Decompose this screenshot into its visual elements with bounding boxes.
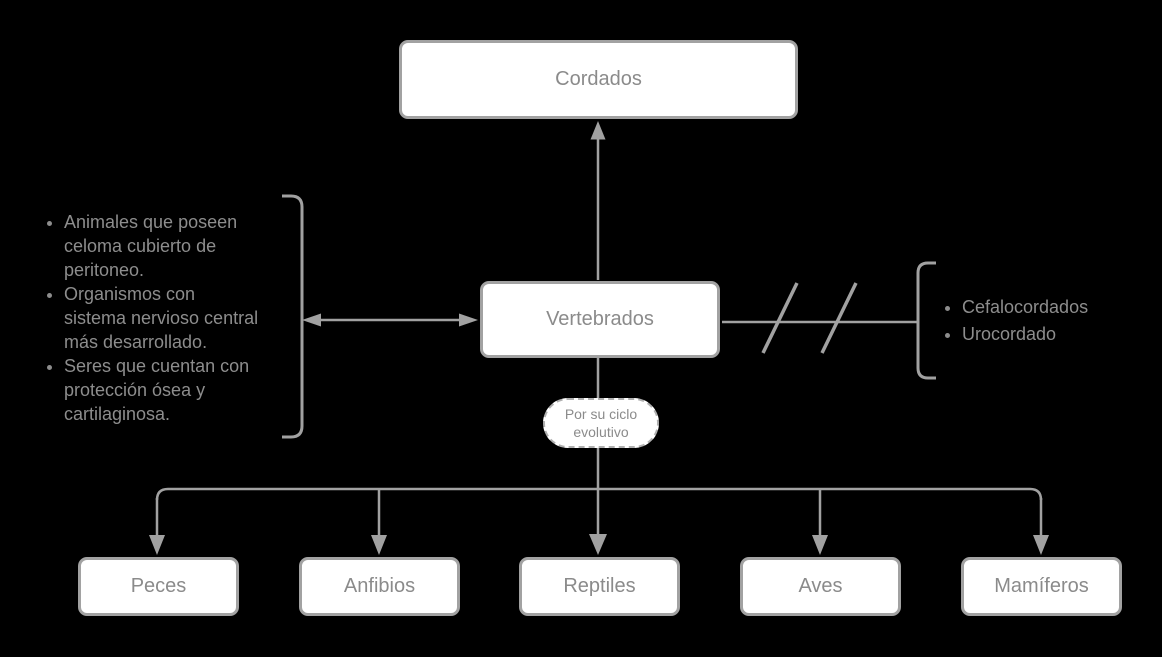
children-rail: [155, 487, 1043, 501]
node-reptiles: Reptiles: [519, 557, 680, 616]
node-peces: Peces: [78, 557, 239, 616]
node-anfibios-label: Anfibios: [343, 575, 416, 597]
edge-vertebrados-rightnote-broken: [722, 282, 917, 354]
edge-to-mamiferos: [1033, 498, 1049, 555]
edge-vertebrados-to-children-trunk: [589, 358, 607, 555]
edge-vertebrados-to-cordados: [590, 121, 606, 280]
left-bracket: [282, 194, 304, 439]
node-peces-label: Peces: [130, 575, 187, 597]
arrowhead-left-icon: [302, 313, 321, 327]
arrowhead-down-icon: [371, 535, 387, 555]
node-mamiferos: Mamíferos: [961, 557, 1122, 616]
edge-label-por-su-ciclo-evolutivo: Por su ciclo evolutivo: [543, 398, 659, 448]
edge-to-aves: [812, 489, 828, 555]
edge-label-text: Por su ciclo evolutivo: [564, 406, 638, 440]
arrowhead-down-icon: [589, 534, 607, 555]
node-aves: Aves: [740, 557, 901, 616]
node-vertebrados: Vertebrados: [480, 281, 720, 358]
right-note-item: Urocordado: [962, 321, 1152, 348]
right-bracket: [916, 261, 936, 380]
break-slash-icon: [820, 282, 858, 354]
node-cordados-label: Cordados: [555, 68, 642, 90]
right-note-list: Cefalocordados Urocordado: [944, 294, 1152, 348]
edge-to-peces: [149, 498, 165, 555]
node-mamiferos-label: Mamíferos: [994, 575, 1089, 597]
node-anfibios: Anfibios: [299, 557, 460, 616]
edge-leftnote-vertebrados-double-arrow: [302, 313, 478, 327]
arrowhead-down-icon: [812, 535, 828, 555]
node-vertebrados-label: Vertebrados: [546, 308, 654, 330]
break-slash-icon: [761, 282, 799, 354]
left-note-list: Animales que poseen celoma cubierto de p…: [44, 210, 302, 426]
node-aves-label: Aves: [798, 575, 843, 597]
node-cordados: Cordados: [399, 40, 798, 119]
node-reptiles-label: Reptiles: [563, 575, 636, 597]
arrowhead-up-icon: [590, 121, 606, 140]
arrowhead-down-icon: [1033, 535, 1049, 555]
arrowhead-right-icon: [459, 313, 478, 327]
right-note-item: Cefalocordados: [962, 294, 1152, 321]
edge-to-anfibios: [371, 489, 387, 555]
left-note-item: Organismos con sistema nervioso central …: [64, 282, 302, 354]
arrowhead-down-icon: [149, 535, 165, 555]
left-note-item: Seres que cuentan con protección ósea y …: [64, 354, 302, 426]
left-note-item: Animales que poseen celoma cubierto de p…: [64, 210, 302, 282]
